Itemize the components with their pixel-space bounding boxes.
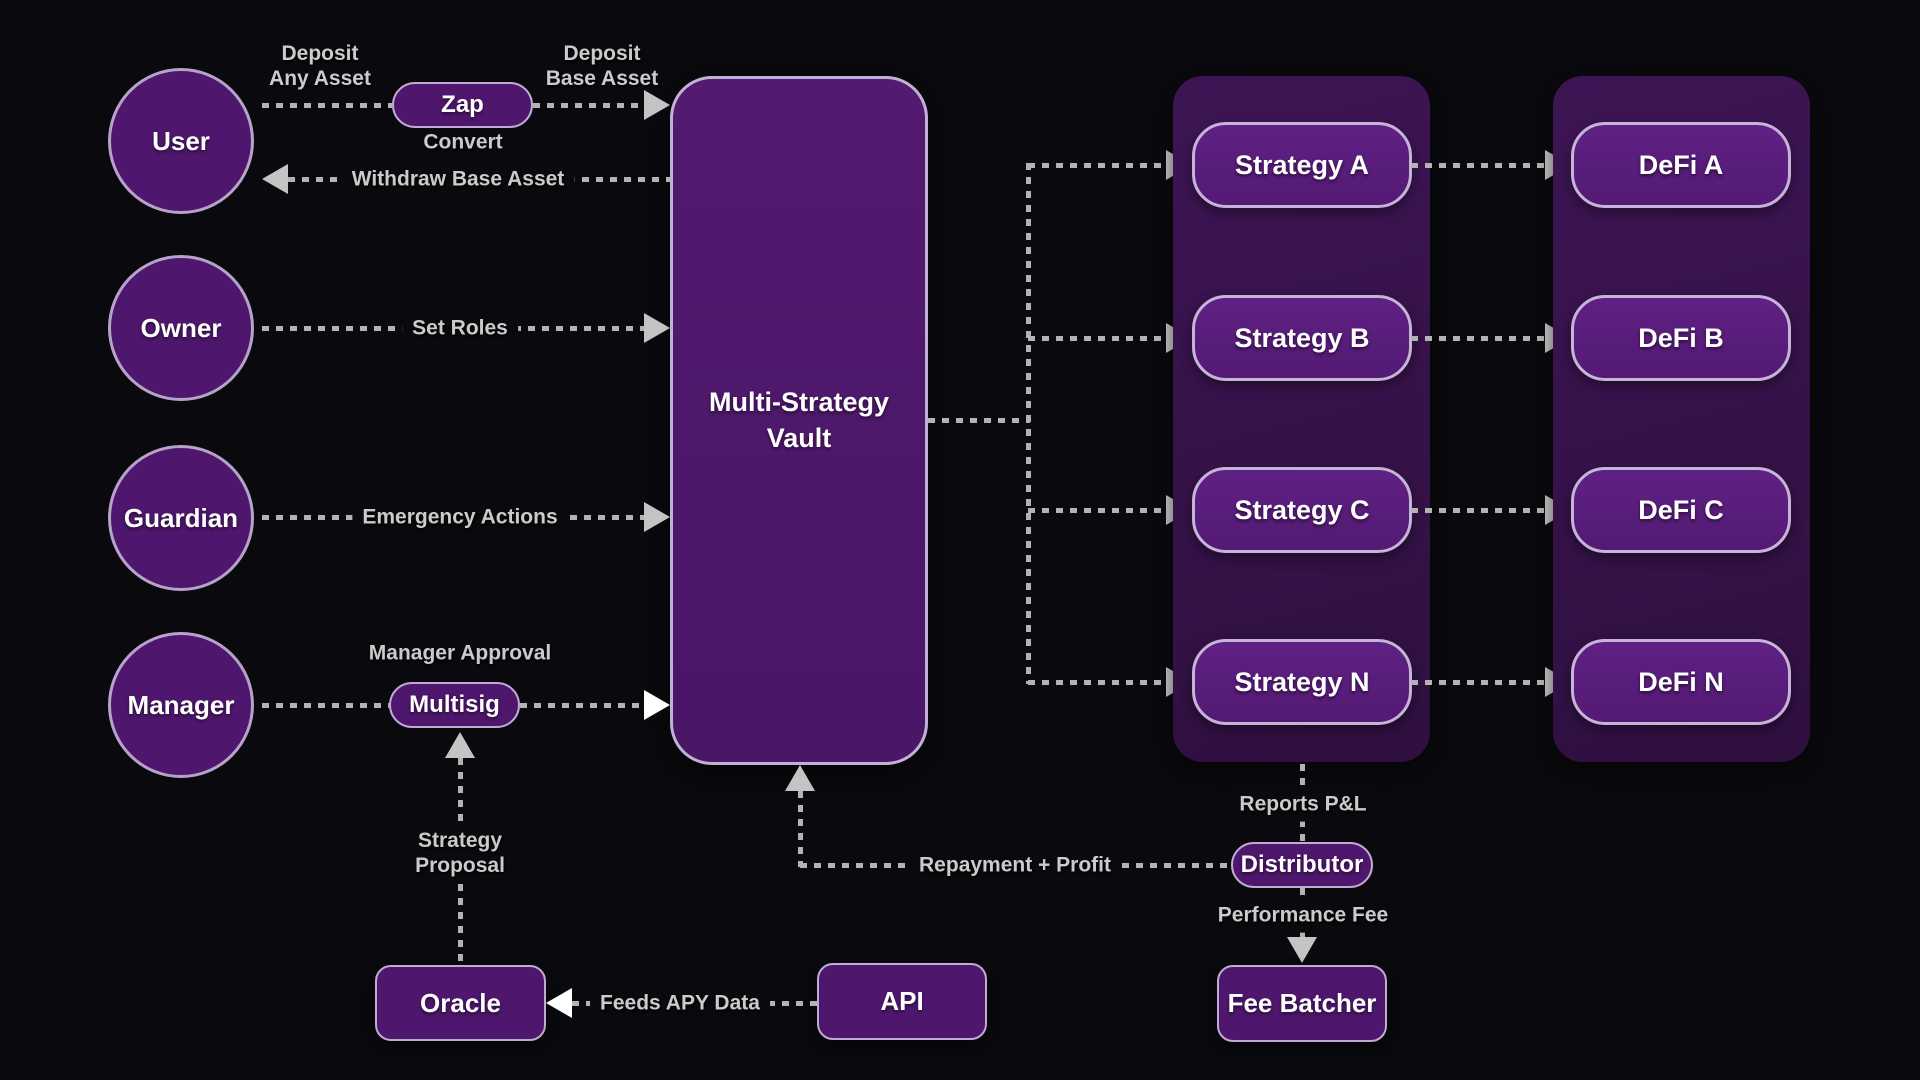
zap-node: Zap bbox=[392, 82, 533, 128]
edge-trunk-to-strategy-n bbox=[1028, 680, 1166, 685]
edge-strategy-a-to-defi-a bbox=[1411, 163, 1545, 168]
actor-owner-label: Owner bbox=[140, 312, 222, 343]
arrowhead-set-roles bbox=[644, 313, 670, 343]
oracle-label: Oracle bbox=[420, 987, 501, 1018]
fee-batcher-label: Fee Batcher bbox=[1227, 988, 1377, 1018]
strategy-b-node: Strategy B bbox=[1192, 295, 1412, 381]
actor-owner: Owner bbox=[108, 255, 254, 401]
edge-vault-to-trunk bbox=[928, 418, 1030, 423]
label-reports-pnl: Reports P&L bbox=[1235, 788, 1371, 822]
edge-trunk-to-strategy-b bbox=[1028, 336, 1166, 341]
arrowhead-feeds-apy bbox=[546, 988, 572, 1018]
defi-n-label: DeFi N bbox=[1638, 666, 1724, 697]
label-feeds-apy-data: Feeds APY Data bbox=[590, 991, 770, 1017]
arrowhead-emergency-actions bbox=[644, 502, 670, 532]
strategy-n-label: Strategy N bbox=[1234, 666, 1370, 697]
edge-strategy-c-to-defi-c bbox=[1411, 508, 1545, 513]
label-manager-approval: Manager Approval bbox=[368, 641, 552, 665]
edge-zap-to-vault bbox=[533, 103, 644, 108]
defi-a-node: DeFi A bbox=[1571, 122, 1791, 208]
defi-c-node: DeFi C bbox=[1571, 467, 1791, 553]
actor-user-label: User bbox=[152, 125, 210, 156]
label-performance-fee: Performance Fee bbox=[1213, 899, 1393, 933]
arrowhead-withdraw bbox=[262, 164, 288, 194]
edge-strategy-trunk bbox=[1026, 163, 1031, 684]
label-withdraw-base-asset: Withdraw Base Asset bbox=[341, 167, 575, 193]
api-node: API bbox=[817, 963, 987, 1040]
fee-batcher-node: Fee Batcher bbox=[1217, 965, 1387, 1042]
zap-label: Zap bbox=[441, 91, 484, 118]
vault-label-line2: Vault bbox=[766, 422, 832, 453]
api-label: API bbox=[880, 986, 924, 1016]
label-deposit-base-asset: Deposit Base Asset bbox=[545, 42, 659, 90]
defi-b-node: DeFi B bbox=[1571, 295, 1791, 381]
arrowhead-strategy-proposal bbox=[445, 732, 475, 758]
label-emergency-actions: Emergency Actions bbox=[352, 505, 568, 531]
arrowhead-multisig-to-vault bbox=[644, 690, 670, 720]
strategy-b-label: Strategy B bbox=[1234, 322, 1370, 353]
edge-multisig-to-vault bbox=[520, 703, 644, 708]
defi-b-label: DeFi B bbox=[1638, 322, 1724, 353]
edge-repayment-riser bbox=[798, 791, 803, 867]
strategy-c-label: Strategy C bbox=[1234, 494, 1370, 525]
vault-label-line1: Multi-Strategy bbox=[708, 387, 889, 418]
label-convert: Convert bbox=[423, 130, 503, 154]
label-strategy-proposal: Strategy Proposal bbox=[411, 825, 509, 883]
edge-manager-to-multisig bbox=[262, 703, 389, 708]
oracle-node: Oracle bbox=[375, 965, 546, 1041]
defi-c-label: DeFi C bbox=[1638, 494, 1724, 525]
actor-guardian: Guardian bbox=[108, 445, 254, 591]
label-set-roles: Set Roles bbox=[402, 316, 518, 342]
defi-n-node: DeFi N bbox=[1571, 639, 1791, 725]
actor-manager-label: Manager bbox=[127, 689, 235, 720]
edge-user-to-zap bbox=[262, 103, 392, 108]
strategy-n-node: Strategy N bbox=[1192, 639, 1412, 725]
actor-guardian-label: Guardian bbox=[123, 502, 239, 533]
arrowhead-performance-fee bbox=[1287, 937, 1317, 963]
strategy-c-node: Strategy C bbox=[1192, 467, 1412, 553]
actor-user: User bbox=[108, 68, 254, 214]
edge-trunk-to-strategy-a bbox=[1028, 163, 1166, 168]
label-deposit-any-asset: Deposit Any Asset bbox=[269, 42, 371, 90]
arrowhead-repayment bbox=[785, 765, 815, 791]
edge-trunk-to-strategy-c bbox=[1028, 508, 1166, 513]
strategy-a-node: Strategy A bbox=[1192, 122, 1412, 208]
distributor-label: Distributor bbox=[1240, 851, 1364, 878]
actor-manager: Manager bbox=[108, 632, 254, 778]
multisig-label: Multisig bbox=[409, 691, 500, 718]
vault-node: Multi-Strategy Vault bbox=[670, 76, 928, 765]
strategy-a-label: Strategy A bbox=[1234, 149, 1370, 180]
edge-strategy-n-to-defi-n bbox=[1411, 680, 1545, 685]
edge-strategy-b-to-defi-b bbox=[1411, 336, 1545, 341]
arrowhead-deposit-base bbox=[644, 90, 670, 120]
defi-a-label: DeFi A bbox=[1638, 149, 1724, 180]
distributor-node: Distributor bbox=[1231, 842, 1373, 888]
multisig-node: Multisig bbox=[389, 682, 520, 728]
label-repayment-profit: Repayment + Profit bbox=[909, 853, 1121, 879]
